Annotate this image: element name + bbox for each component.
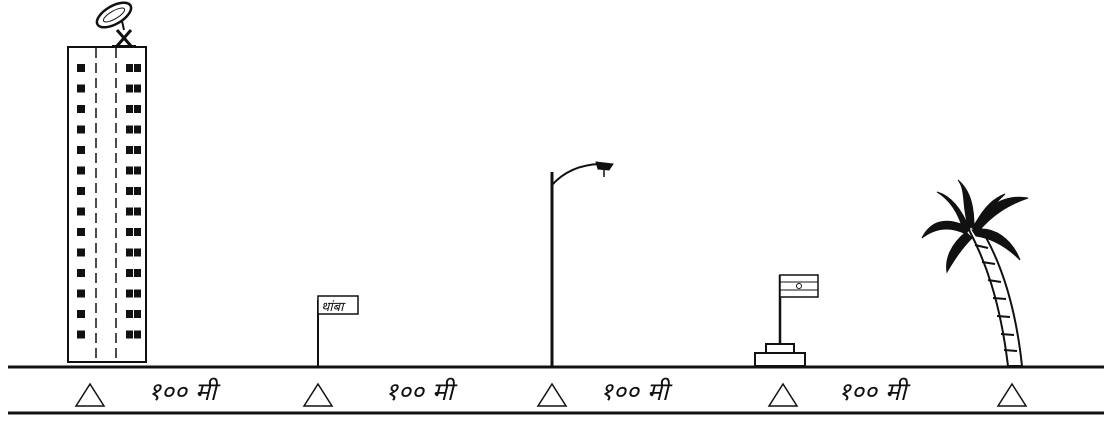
window: [134, 187, 141, 195]
window: [77, 269, 85, 277]
triangle-marker-2: [304, 384, 332, 406]
window: [77, 167, 85, 175]
distance-label-1: १०० मी: [148, 377, 221, 406]
window: [134, 228, 141, 236]
window: [126, 208, 133, 216]
window: [126, 187, 133, 195]
window: [134, 331, 141, 339]
stop-sign-icon: थांबा: [318, 296, 358, 366]
window: [77, 85, 85, 93]
distance-label-4: १०० मी: [838, 377, 911, 406]
window: [126, 64, 133, 72]
window: [126, 290, 133, 298]
window: [126, 167, 133, 175]
triangle-marker-3: [538, 384, 566, 406]
distance-label-2: १०० मी: [385, 377, 458, 406]
window: [77, 249, 85, 257]
window: [126, 85, 133, 93]
window: [134, 105, 141, 113]
window: [77, 310, 85, 318]
window: [77, 64, 85, 72]
window: [126, 126, 133, 134]
window: [77, 331, 85, 339]
window: [77, 290, 85, 298]
window: [77, 146, 85, 154]
tower-building-icon: [68, 0, 146, 362]
palm-tree-icon: [922, 180, 1028, 366]
window: [134, 208, 141, 216]
window: [126, 146, 133, 154]
window: [134, 126, 141, 134]
window: [134, 85, 141, 93]
window: [77, 187, 85, 195]
window: [126, 310, 133, 318]
window: [126, 331, 133, 339]
window: [77, 228, 85, 236]
flag-icon: [755, 275, 818, 366]
window: [134, 249, 141, 257]
window: [134, 290, 141, 298]
window: [126, 228, 133, 236]
street-lamp-icon: [552, 162, 613, 366]
window: [134, 310, 141, 318]
window: [77, 208, 85, 216]
satellite-dish-icon: [93, 0, 136, 46]
window: [134, 146, 141, 154]
triangle-marker-4: [769, 384, 797, 406]
window: [77, 105, 85, 113]
window: [126, 269, 133, 277]
window: [77, 126, 85, 134]
window: [134, 269, 141, 277]
window: [134, 167, 141, 175]
triangle-marker-1: [76, 384, 104, 406]
window: [126, 249, 133, 257]
distance-label-3: १०० मी: [600, 377, 673, 406]
stop-sign-label: थांबा: [321, 300, 346, 315]
window: [134, 64, 141, 72]
window: [126, 105, 133, 113]
triangle-marker-5: [998, 384, 1026, 406]
